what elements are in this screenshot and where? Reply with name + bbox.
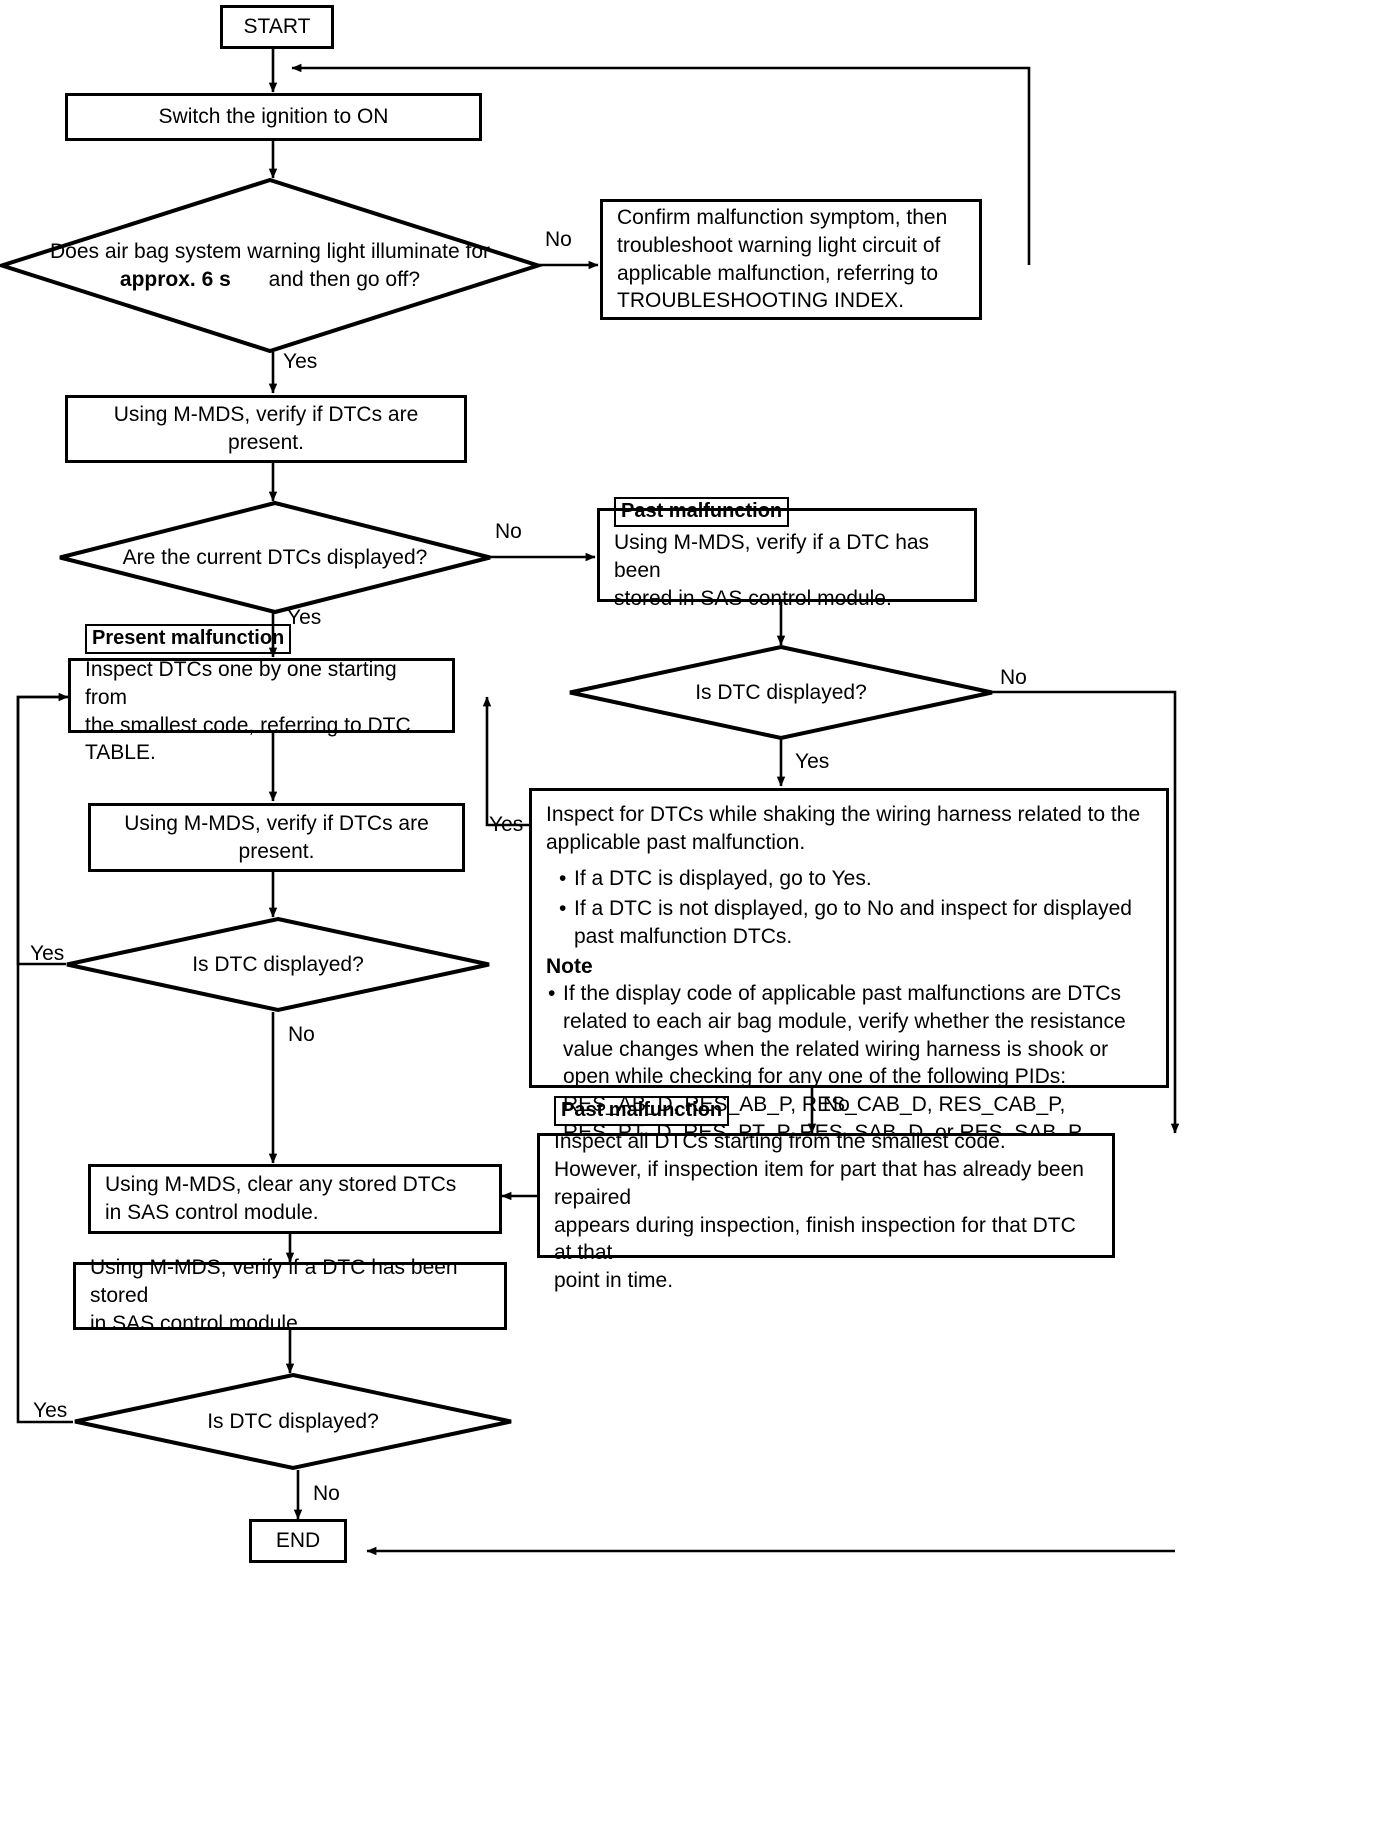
decision-warning-light: Does air bag system warning light illumi… (0, 177, 545, 354)
node-end: END (249, 1519, 347, 1563)
note-line-1: If the display code of applicable past m… (563, 982, 1121, 1034)
past-malfunction-tag-2: Past malfunction (554, 1096, 730, 1127)
node-clear-dtcs-text: Using M-MDS, clear any stored DTCs in SA… (91, 1171, 499, 1226)
confirm-line-2: troubleshoot warning light circuit of (617, 233, 941, 257)
edge-label-warning-yes: Yes (283, 350, 318, 373)
edge-label-dtc3-no: No (313, 1482, 340, 1505)
node-start-label: START (243, 15, 311, 39)
node-verify-dtcs-present-2-label: Using M-MDS, verify if DTCs are present. (124, 811, 429, 863)
decision-warning-light-label: Does air bag system warning light illumi… (0, 178, 540, 353)
warning-light-text-bold: approx. 6 s (119, 267, 231, 291)
edge-label-dtc2-no: No (288, 1023, 315, 1046)
node-present-malfunction-text: Present malfunction Inspect DTCs one by … (71, 624, 452, 767)
confirm-line-3: applicable malfunction, referring to (617, 261, 939, 285)
present-malfunction-line-1: Inspect DTCs one by one starting from (85, 658, 397, 709)
inspect-all-line-3: appears during inspection, finish inspec… (554, 1213, 1076, 1265)
node-past-malfunction-verify-text: Past malfunction Using M-MDS, verify if … (600, 497, 974, 612)
shake-harness-bullets: If a DTC is displayed, go to Yes. If a D… (557, 865, 1152, 950)
node-switch-ignition-label: Switch the ignition to ON (158, 105, 389, 129)
shake-harness-bullet-2: If a DTC is not displayed, go to No and … (557, 895, 1152, 950)
node-end-label: END (275, 1529, 321, 1553)
warning-light-text-after: and then go off? (262, 267, 421, 291)
node-verify-stored-dtc: Using M-MDS, verify if a DTC has been st… (73, 1256, 507, 1335)
inspect-all-line-2: However, if inspection item for part tha… (554, 1158, 1084, 1209)
decision-is-dtc-displayed-2: Is DTC displayed? (65, 916, 491, 1013)
node-confirm-symptom: Confirm malfunction symptom, then troubl… (600, 199, 982, 320)
decision-current-dtcs-label: Are the current DTCs displayed? (122, 545, 428, 569)
inspect-all-line-4: point in time. (554, 1268, 674, 1292)
edge-label-dtc1-no: No (1000, 666, 1027, 689)
decision-is-dtc-displayed-1: Is DTC displayed? (568, 644, 994, 741)
present-malfunction-tag: Present malfunction (85, 624, 292, 655)
verify-stored-line-1: Using M-MDS, verify if a DTC has been st… (90, 1256, 458, 1308)
shake-harness-note-head: Note (546, 954, 593, 978)
past-malfunction-tag-1: Past malfunction (614, 497, 790, 528)
node-past-malfunction-inspect-all-text: Past malfunction Inspect all DTCs starti… (540, 1096, 1112, 1294)
edge-label-shake-yes: Yes (489, 813, 524, 836)
node-present-malfunction: Present malfunction Inspect DTCs one by … (68, 624, 455, 764)
edge-label-warning-no: No (545, 228, 572, 251)
node-verify-stored-dtc-text: Using M-MDS, verify if a DTC has been st… (76, 1254, 504, 1337)
node-past-malfunction-verify: Past malfunction Using M-MDS, verify if … (597, 497, 977, 610)
node-past-malfunction-inspect-all: Past malfunction Inspect all DTCs starti… (537, 1096, 1115, 1292)
node-start: START (220, 5, 334, 49)
present-malfunction-line-2: the smallest code, referring to DTC TABL… (85, 713, 411, 765)
edge-label-dtc1-yes: Yes (795, 750, 830, 773)
shake-harness-bullet-1: If a DTC is displayed, go to Yes. (557, 865, 1152, 893)
decision-current-dtcs: Are the current DTCs displayed? (58, 500, 492, 615)
inspect-all-line-1: Inspect all DTCs starting from the small… (554, 1130, 1006, 1154)
decision-is-dtc-displayed-2-label: Is DTC displayed? (192, 952, 364, 976)
node-verify-dtcs-present-2: Using M-MDS, verify if DTCs are present. (88, 803, 465, 872)
node-confirm-symptom-text: Confirm malfunction symptom, then troubl… (603, 204, 979, 315)
node-verify-dtcs-present-1-label: Using M-MDS, verify if DTCs are present. (113, 403, 419, 454)
warning-light-text-before: Does air bag system warning light illumi… (49, 240, 491, 264)
confirm-line-4: TROUBLESHOOTING INDEX. (617, 289, 905, 313)
node-verify-dtcs-present-1: Using M-MDS, verify if DTCs are present. (65, 395, 467, 463)
node-shake-harness: Inspect for DTCs while shaking the wirin… (529, 788, 1169, 1144)
node-clear-dtcs: Using M-MDS, clear any stored DTCs in SA… (88, 1164, 502, 1234)
clear-dtcs-line-1: Using M-MDS, clear any stored DTCs (105, 1173, 457, 1197)
confirm-line-1: Confirm malfunction symptom, then (617, 206, 948, 230)
edge-label-current-dtcs-yes: Yes (287, 606, 322, 629)
verify-stored-line-2: in SAS control module. (90, 1311, 304, 1335)
past-malfunction-verify-line-1: Using M-MDS, verify if a DTC has been (614, 531, 930, 583)
edge-label-dtc2-yes: Yes (30, 942, 65, 965)
clear-dtcs-line-2: in SAS control module. (105, 1201, 319, 1224)
edge-label-dtc3-yes: Yes (33, 1399, 68, 1422)
edge-label-shake-no: No (823, 1093, 850, 1116)
shake-harness-line-1: Inspect for DTCs while shaking the wirin… (546, 803, 1141, 826)
past-malfunction-verify-line-2: stored in SAS control module. (614, 586, 892, 610)
decision-is-dtc-displayed-3-label: Is DTC displayed? (207, 1409, 379, 1433)
node-switch-ignition: Switch the ignition to ON (65, 93, 482, 141)
decision-is-dtc-displayed-3: Is DTC displayed? (73, 1372, 513, 1471)
decision-is-dtc-displayed-1-label: Is DTC displayed? (695, 680, 867, 704)
shake-harness-line-2: applicable past malfunction. (546, 830, 806, 854)
edge-label-current-dtcs-no: No (495, 520, 522, 543)
